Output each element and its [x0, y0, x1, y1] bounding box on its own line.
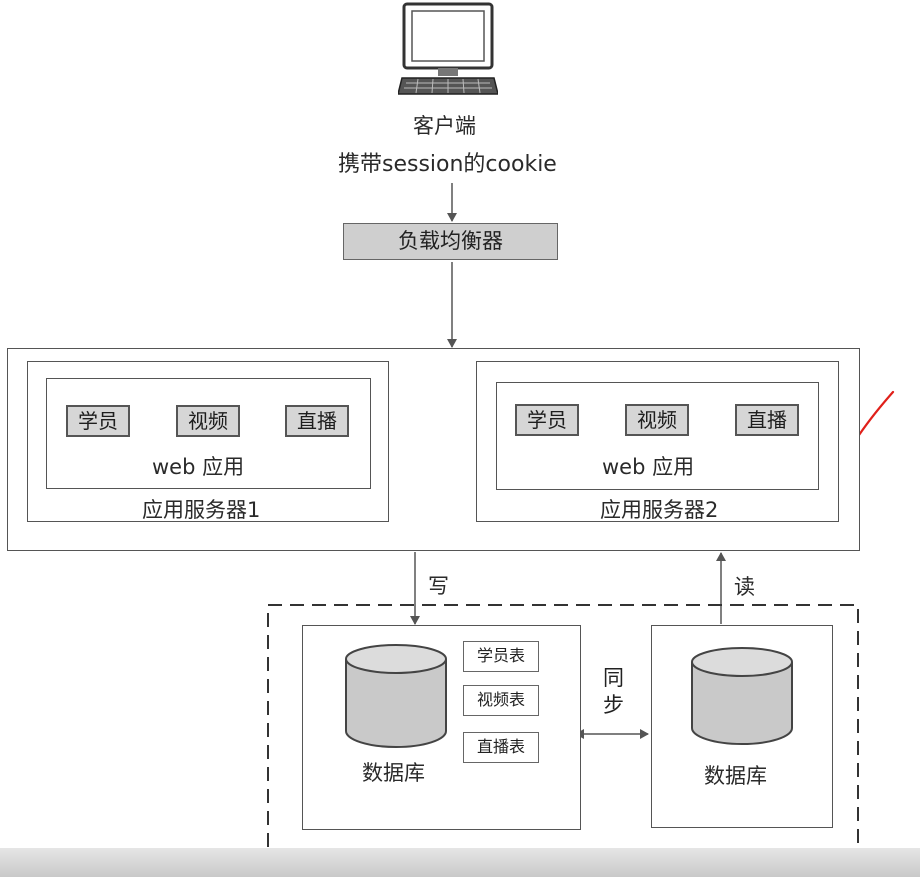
- module-student-1: 学员: [66, 405, 130, 437]
- table-student: 学员表: [463, 641, 539, 672]
- database-cluster-frame: [267, 604, 859, 877]
- app-server-name-1: 应用服务器1: [142, 498, 261, 522]
- master-db-cylinder-icon: [344, 643, 448, 749]
- master-db-label: 数据库: [362, 761, 425, 785]
- sync-label: 同步: [603, 666, 624, 717]
- slave-db-cylinder-icon: [690, 646, 794, 746]
- slave-db-label: 数据库: [704, 764, 767, 788]
- module-live-2: 直播: [735, 404, 799, 436]
- table-video: 视频表: [463, 685, 539, 716]
- client-cookie-note: 携带session的cookie: [338, 152, 557, 177]
- web-app-label-1: web 应用: [152, 455, 245, 479]
- write-label: 写: [428, 574, 449, 598]
- client-title: 客户端: [413, 114, 476, 138]
- load-balancer: 负载均衡器: [343, 223, 558, 260]
- screen-bottom-bar: [0, 848, 920, 877]
- computer-icon: [397, 2, 499, 100]
- module-student-2: 学员: [515, 404, 579, 436]
- module-video-1: 视频: [176, 405, 240, 437]
- load-balancer-label: 负载均衡器: [398, 229, 503, 253]
- web-app-2: [496, 382, 819, 490]
- module-live-1: 直播: [285, 405, 349, 437]
- read-label: 读: [734, 575, 755, 599]
- web-app-label-2: web 应用: [602, 455, 695, 479]
- module-video-2: 视频: [625, 404, 689, 436]
- app-server-name-2: 应用服务器2: [600, 498, 719, 522]
- table-live: 直播表: [463, 732, 539, 763]
